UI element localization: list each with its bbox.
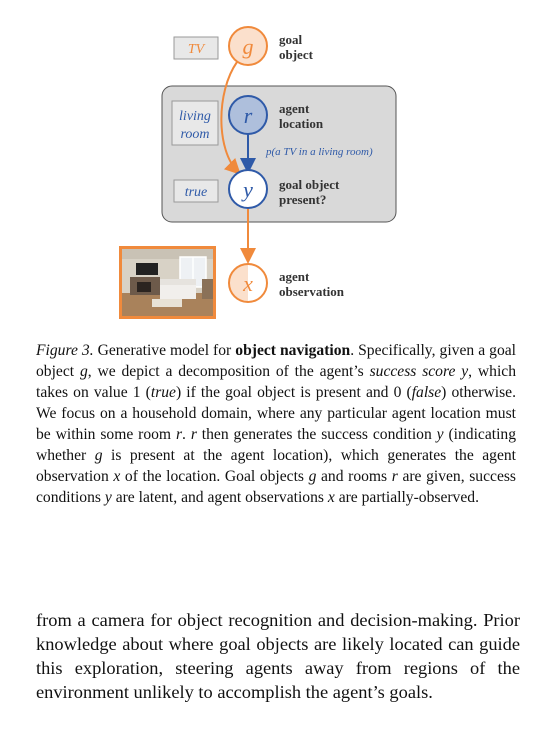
caption-text: is present at the agent location), which… xyxy=(36,447,516,485)
node-x-symbol: x xyxy=(242,271,253,296)
caption-text: (indicating whether xyxy=(36,426,517,464)
math-g: g xyxy=(79,363,88,380)
node-x-label-1: agent xyxy=(279,269,310,284)
living-room-illustration xyxy=(122,249,213,316)
caption-italic-term: success score xyxy=(369,363,456,380)
caption-text: , we depict a decomposition of the agent… xyxy=(87,363,370,380)
living-room-photo xyxy=(119,246,216,319)
math-x: x xyxy=(327,489,335,506)
tag-tv-box xyxy=(173,36,219,60)
math-r: r xyxy=(190,426,197,443)
graphical-model-diagram: p(a TV in a living room) TV living room … xyxy=(161,26,397,303)
caption-text: are partially-observed. xyxy=(334,489,479,506)
caption-text: and rooms xyxy=(316,468,392,485)
caption-text: ) otherwise. We focus on a household dom… xyxy=(36,384,516,443)
figure-caption: Figure 3. Generative model for object na… xyxy=(36,340,516,508)
math-r: r xyxy=(175,426,183,443)
node-y-symbol: y xyxy=(241,177,253,202)
math-y: y xyxy=(104,489,112,506)
caption-text: are given, success conditions xyxy=(36,468,517,506)
math-g: g xyxy=(308,468,317,485)
node-g-label-2: object xyxy=(279,47,314,62)
math-r: r xyxy=(391,468,398,485)
graphical-model-figure: p(a TV in a living room) TV living room … xyxy=(0,0,538,330)
caption-text: are latent, and agent observations xyxy=(111,489,328,506)
caption-text: . Specifically, given a goal object xyxy=(36,342,516,380)
node-r xyxy=(228,95,268,135)
node-r-label-1: agent xyxy=(279,101,310,116)
node-r-symbol: r xyxy=(244,103,253,128)
figure-label: Figure 3. xyxy=(36,342,94,359)
tag-room-line2: room xyxy=(180,127,209,142)
node-r-label-2: location xyxy=(279,116,324,131)
caption-text: then generates the success condition xyxy=(196,426,437,443)
node-x xyxy=(228,263,268,303)
caption-text: of the location. Goal objects xyxy=(120,468,309,485)
caption-bold-term: object navigation xyxy=(235,342,351,359)
node-g-label-1: goal xyxy=(279,32,303,47)
caption-italic-false: false xyxy=(411,384,442,401)
node-y-label-1: goal object xyxy=(279,177,340,192)
edge-g-to-y xyxy=(220,61,241,175)
caption-text: Generative model for xyxy=(93,342,236,359)
tag-room-box xyxy=(171,100,219,146)
tag-true-box xyxy=(173,179,219,203)
node-y-label-2: present? xyxy=(279,192,326,207)
caption-text: . xyxy=(182,426,191,443)
edge-probability-label: p(a TV in a living room) xyxy=(265,146,373,158)
node-x-label-2: observation xyxy=(279,284,345,299)
caption-italic-true: true xyxy=(150,384,176,401)
math-g: g xyxy=(94,447,103,464)
math-x: x xyxy=(113,468,121,485)
math-y: y xyxy=(461,363,469,380)
node-g xyxy=(228,26,268,66)
caption-text: , which takes on value 1 ( xyxy=(36,363,517,401)
node-y xyxy=(228,169,268,209)
node-g-symbol: g xyxy=(243,34,254,59)
math-y: y xyxy=(436,426,444,443)
body-paragraph: from a camera for object recognition and… xyxy=(36,610,520,702)
caption-text: ) if the goal object is present and 0 ( xyxy=(175,384,412,401)
tag-tv: TV xyxy=(188,42,206,57)
tag-true: true xyxy=(185,185,208,200)
tag-room-line1: living xyxy=(179,109,211,124)
